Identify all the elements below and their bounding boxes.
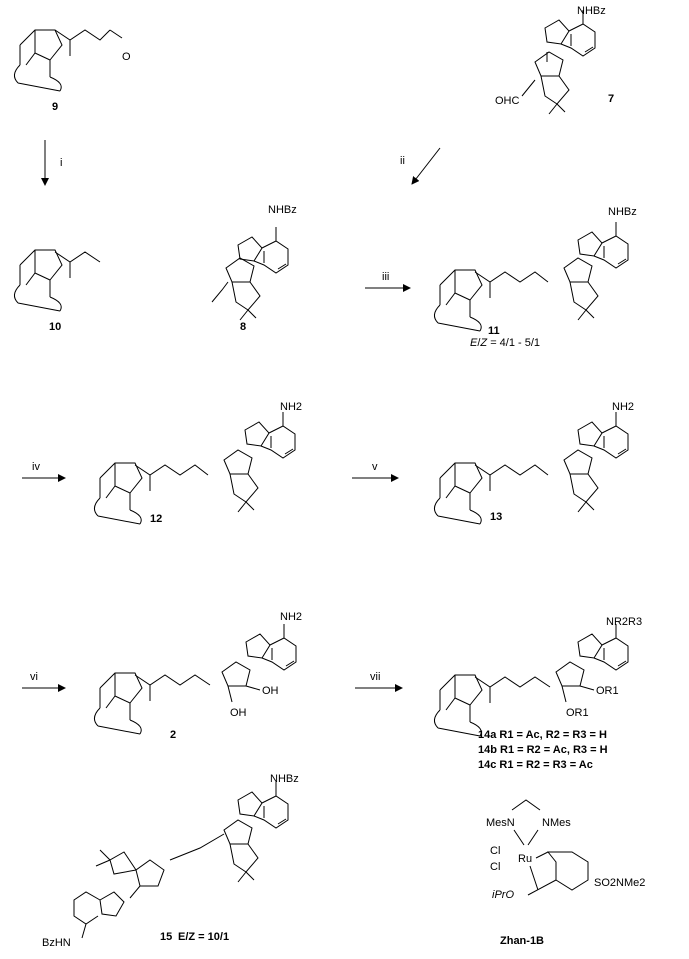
label-7-nhbz: NHBz: [577, 5, 606, 17]
arrow-v: v: [352, 461, 399, 482]
label-11-ratio: E/Z = 4/1 - 5/1: [470, 337, 540, 349]
arrow-iv: iv: [22, 461, 66, 482]
label-cl2: Cl: [490, 861, 500, 873]
label-11-nhbz: NHBz: [608, 206, 637, 218]
label-so2nme2: SO2NMe2: [594, 877, 645, 889]
label-10: 10: [49, 321, 61, 333]
compound-10: 10: [13, 249, 101, 333]
label-11: 11: [488, 325, 500, 337]
label-15-nhbz: NHBz: [270, 773, 299, 785]
step-iv: iv: [32, 461, 40, 473]
label-2: 2: [170, 729, 176, 741]
step-vii: vii: [370, 671, 380, 683]
label-8-nhbz: NHBz: [268, 204, 297, 216]
label-ipro: iPrO: [492, 889, 514, 901]
label-ru: Ru: [518, 853, 532, 865]
label-nmes: NMes: [542, 817, 571, 829]
arrow-ii: ii: [400, 147, 441, 185]
label-12: 12: [150, 513, 162, 525]
compound-11: NHBz 11 E/Z = 4/1 - 5/1: [433, 206, 637, 349]
label-2-oh1: OH: [262, 685, 279, 697]
arrow-iii: iii: [365, 271, 411, 292]
step-vi: vi: [30, 671, 38, 683]
label-14a: 14a R1 = Ac, R2 = R3 = H: [478, 729, 607, 741]
aldehyde-o: O: [122, 51, 131, 63]
compound-9: O 9: [13, 29, 131, 113]
label-12-nh2: NH2: [280, 401, 302, 413]
compound-2: NH2 OH OH 2: [93, 611, 302, 741]
compound-14: NR2R3 OR1 OR1 14a R1 = Ac, R2 = R3 = H 1…: [433, 616, 642, 771]
label-14-nr2r3: NR2R3: [606, 616, 642, 628]
step-v: v: [372, 461, 378, 473]
label-9: 9: [52, 101, 58, 113]
compound-7: NHBz OHC 7: [495, 5, 614, 115]
label-cl1: Cl: [490, 845, 500, 857]
label-15-number: 15: [160, 931, 172, 943]
compound-8: NHBz 8: [211, 204, 297, 333]
label-13-nh2: NH2: [612, 401, 634, 413]
label-7: 7: [608, 93, 614, 105]
label-15: E/Z = 10/1: [178, 931, 229, 943]
step-iii: iii: [382, 271, 389, 283]
step-i: i: [60, 157, 62, 169]
catalyst-zhan-1b: MesN NMes Ru Cl Cl iPrO SO2NMe2 Zhan-1B: [486, 799, 645, 947]
label-8: 8: [240, 321, 246, 333]
label-14-or1b: OR1: [566, 707, 589, 719]
compound-12: NH2 12: [93, 401, 302, 525]
label-2-oh2: OH: [230, 707, 247, 719]
label-zhan-1b: Zhan-1B: [500, 935, 544, 947]
arrow-vi: vi: [22, 671, 66, 692]
arrow-i: i: [41, 140, 62, 186]
arrow-vii: vii: [355, 671, 403, 692]
label-13: 13: [490, 511, 502, 523]
label-14c: 14c R1 = R2 = R3 = Ac: [478, 759, 593, 771]
label-7-ohc: OHC: [495, 95, 520, 107]
label-mesn: MesN: [486, 817, 515, 829]
label-14-or1a: OR1: [596, 685, 619, 697]
label-14b: 14b R1 = R2 = Ac, R3 = H: [478, 744, 608, 756]
label-2-nh2: NH2: [280, 611, 302, 623]
step-ii: ii: [400, 155, 405, 167]
compound-15: NHBz BzHN E/Z = 10/1 15: [42, 773, 299, 949]
label-15-bzhn: BzHN: [42, 937, 71, 949]
compound-13: NH2 13: [433, 401, 634, 525]
